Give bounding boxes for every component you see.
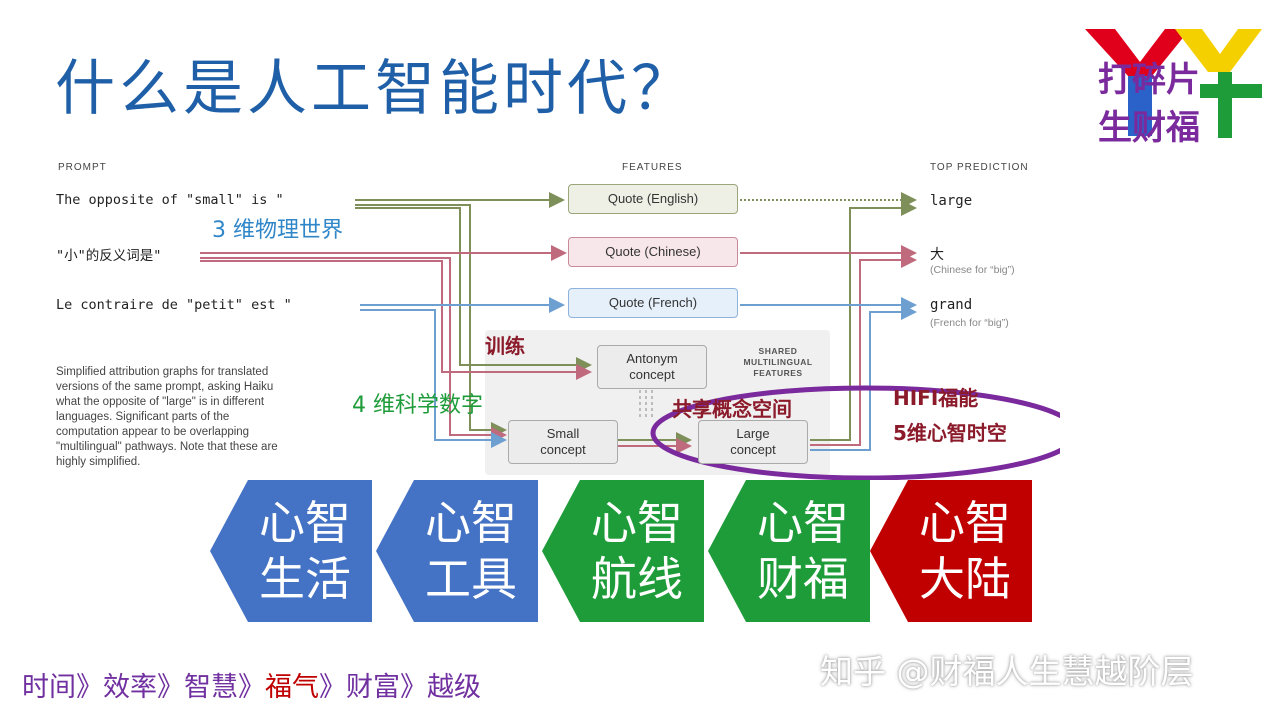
figure-caption: Simplified attribution graphs for transl…	[56, 366, 278, 468]
feature-quote-english: Quote (English)	[568, 184, 738, 214]
brand-logo: 打碎片 生财福	[1080, 24, 1265, 148]
annotation-4d-science: 4 维科学数字	[352, 393, 483, 418]
chevron-mind-continent-label: 心智 大陆	[919, 496, 1011, 606]
footer-progression: 时间》效率》智慧》福气》财富》越级	[22, 665, 481, 704]
prediction-da: 大	[930, 247, 944, 263]
chevron-mind-fortune: 心智 财福	[708, 480, 870, 622]
header-features: FEATURES	[622, 162, 683, 173]
annotation-shared-concept-space: 共享概念空间	[672, 397, 792, 421]
prediction-da-note: (Chinese for “big”)	[930, 264, 1015, 276]
page-title: 什么是人工智能时代？	[55, 54, 695, 124]
footer-separator: 》	[157, 672, 184, 703]
logo-graphic	[1085, 29, 1262, 138]
header-top-prediction: TOP PREDICTION	[930, 162, 1029, 173]
prompt-french: Le contraire de "petit" est "	[56, 297, 292, 313]
header-prompt: PROMPT	[58, 162, 107, 173]
chevron-mind-fortune-label: 心智 财福	[757, 496, 849, 606]
footer-item: 智慧	[184, 672, 238, 703]
chevron-row: 心智 生活 心智 工具 心智 航线 心智 财福 心智 大陆	[210, 480, 1040, 622]
chevron-mind-life-label: 心智 生活	[259, 496, 351, 606]
footer-item: 福气	[265, 672, 319, 703]
footer-separator: 》	[319, 672, 346, 703]
footer-item: 效率	[103, 672, 157, 703]
chevron-mind-life: 心智 生活	[210, 480, 372, 622]
feature-quote-french: Quote (French)	[568, 288, 738, 318]
prediction-large: large	[930, 193, 973, 209]
chevron-mind-tools: 心智 工具	[376, 480, 538, 622]
feature-antonym-concept: Antonym concept	[597, 345, 707, 389]
shared-multilingual-label: SHARED MULTILINGUAL FEATURES	[743, 346, 813, 378]
prediction-grand-note: (French for “big”)	[930, 317, 1009, 329]
footer-item: 时间	[22, 672, 76, 703]
logo-text-line2: 生财福	[1098, 108, 1200, 148]
footer-separator: 》	[400, 672, 427, 703]
prompt-chinese: "小"的反义词是"	[56, 248, 162, 264]
feature-large-concept: Large concept	[698, 420, 808, 464]
annotation-5d-mind: 5维心智时空	[893, 421, 1007, 445]
annotation-training: 训练	[485, 334, 525, 358]
chevron-mind-route: 心智 航线	[542, 480, 704, 622]
footer-item: 财富	[346, 672, 400, 703]
prediction-grand: grand	[930, 297, 973, 313]
shared-space-ellipse	[650, 385, 1060, 480]
watermark: 知乎 @财福人生慧越阶层	[820, 652, 1194, 691]
footer-item: 越级	[427, 672, 481, 703]
footer-separator: 》	[238, 672, 265, 703]
feature-quote-chinese: Quote (Chinese)	[568, 237, 738, 267]
chevron-mind-continent: 心智 大陆	[870, 480, 1032, 622]
footer-separator: 》	[76, 672, 103, 703]
feature-small-concept: Small concept	[508, 420, 618, 464]
chevron-mind-tools-label: 心智 工具	[425, 496, 517, 606]
prompt-english: The opposite of "small" is "	[56, 192, 284, 208]
chevron-mind-route-label: 心智 航线	[591, 496, 683, 606]
attribution-graph-figure: PROMPT FEATURES TOP PREDICTION The oppos…	[50, 150, 1060, 480]
annotation-3d-world: 3 维物理世界	[212, 218, 343, 243]
logo-text-line1: 打碎片	[1098, 60, 1200, 100]
annotation-hifi: HIFI福能	[893, 386, 979, 410]
